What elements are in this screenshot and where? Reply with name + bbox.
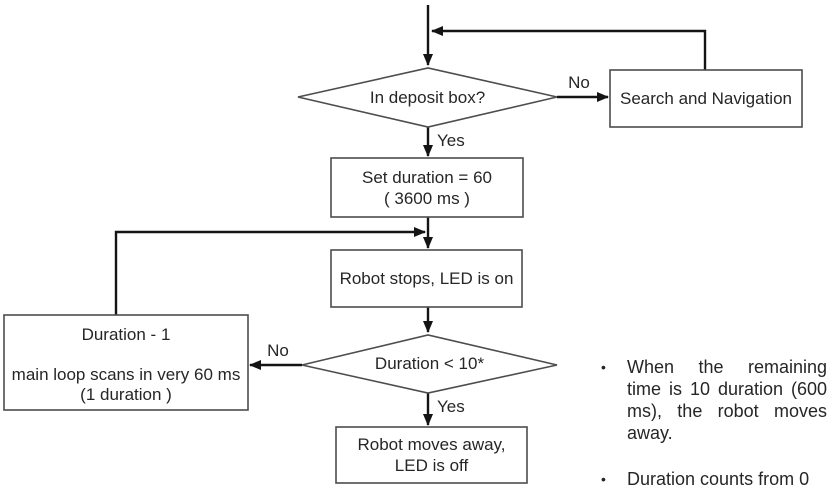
note-text-1: When the remaining time is 10 duration (… <box>627 357 827 443</box>
decision-duration-label: Duration < 10* <box>374 354 485 373</box>
process-box-search-navigation <box>609 69 803 128</box>
robot-moves-away-line1: Robot moves away, <box>357 435 506 454</box>
set-duration-line1: Set duration = 60 <box>362 167 492 187</box>
robot-moves-away-label: Robot moves away, LED is off <box>336 427 527 483</box>
duration-box-line1: Duration - 1 <box>81 325 171 344</box>
decision-diamond-deposit-box <box>297 67 558 128</box>
set-duration-line2: ( 3600 ms ) <box>384 188 470 208</box>
decision-diamond-duration <box>301 334 558 394</box>
process-box-robot-moves-away <box>335 426 528 484</box>
process-box-set-duration <box>330 157 524 218</box>
search-navigation-label: Search and Navigation <box>619 88 792 108</box>
note-text-2: Duration counts from 0 <box>627 469 810 489</box>
duration-box-line3: (1 duration ) <box>80 385 172 404</box>
robot-stops-label: Robot stops, LED is on <box>339 268 514 288</box>
notes-list: • When the remaining time is 10 duration… <box>599 356 827 489</box>
process-box-robot-stops <box>330 249 523 308</box>
branch-label-no-2: No <box>267 341 289 360</box>
note-item-2: • Duration counts from 0 <box>599 468 827 489</box>
bullet-icon: • <box>601 359 606 375</box>
decision-deposit-box-label: In deposit box? <box>369 87 486 107</box>
connector-duration-loopback <box>114 227 426 315</box>
process-box-duration-decrement <box>3 314 249 411</box>
duration-box-line2: main loop scans in very 60 ms <box>11 365 241 384</box>
set-duration-label: Set duration = 60 ( 3600 ms ) <box>331 158 523 217</box>
branch-label-yes-2: Yes <box>437 397 465 416</box>
connector-search-loopback <box>431 26 707 70</box>
branch-label-yes-1: Yes <box>437 131 465 150</box>
branch-label-no-1: No <box>568 73 590 92</box>
bullet-icon: • <box>601 471 606 487</box>
robot-moves-away-line2: LED is off <box>394 456 469 475</box>
note-item-1: • When the remaining time is 10 duration… <box>599 356 827 444</box>
